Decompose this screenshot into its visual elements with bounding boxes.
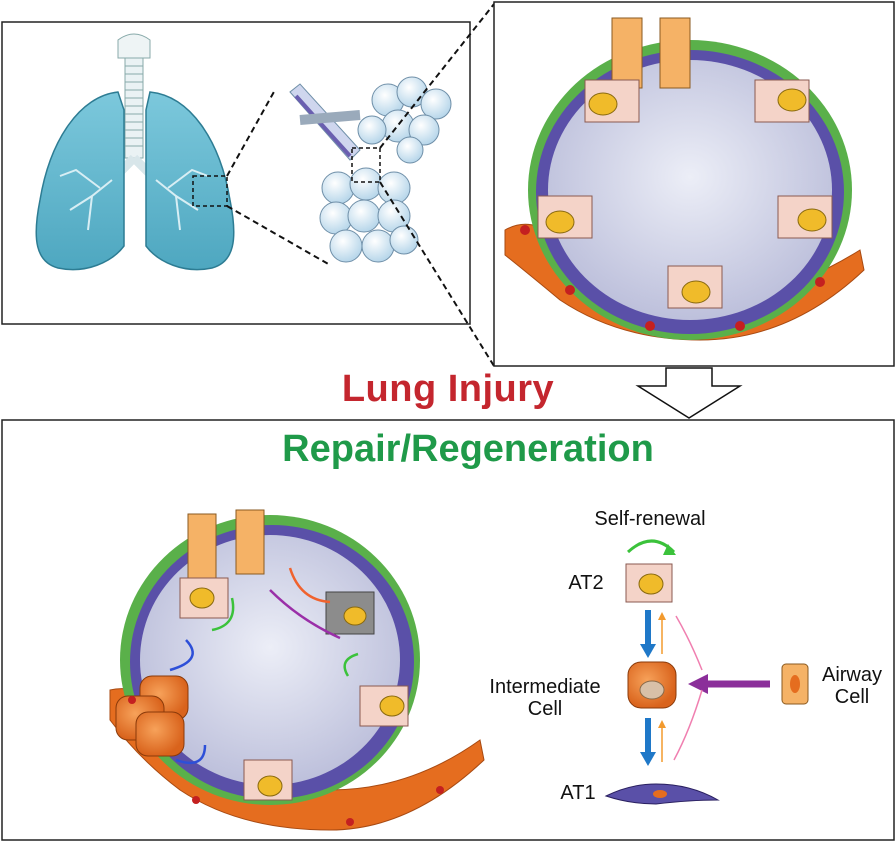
bronchial-tree [59, 168, 209, 231]
at2-label: AT2 [568, 572, 604, 594]
at1-label: AT1 [560, 782, 596, 804]
down-arrow [635, 367, 743, 419]
right-lung [145, 91, 235, 271]
healthy-alveolus [504, 17, 865, 341]
airway-label-line1: Airway [821, 664, 882, 686]
lineage-diagram [604, 539, 809, 805]
left-lung [35, 91, 125, 271]
intermediate-cell-label: Intermediate Cell [470, 676, 620, 720]
lung-zoom-box [192, 175, 228, 207]
intermediate-label-line1: Intermediate [489, 676, 601, 698]
airway-label-line2: Cell [834, 686, 870, 708]
repair-regeneration-heading: Repair/Regeneration [282, 428, 654, 470]
self-renewal-label: Self-renewal [594, 508, 706, 530]
lung-injury-heading: Lung Injury [341, 368, 555, 410]
intermediate-label-line2: Cell [527, 698, 563, 720]
repairing-alveolus [109, 509, 485, 831]
alveolus-zoom-box [351, 147, 381, 183]
airway-cell-label: Airway Cell [814, 664, 890, 708]
alveolar-cluster [289, 76, 452, 263]
